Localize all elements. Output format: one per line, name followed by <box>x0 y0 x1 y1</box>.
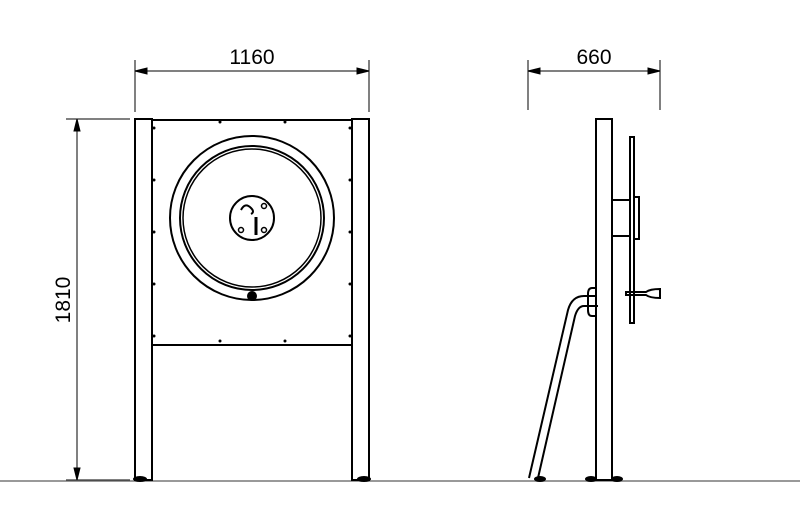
depth-label: 660 <box>576 46 611 69</box>
dimension-height <box>66 118 130 481</box>
handle-knob-icon <box>247 291 257 301</box>
dimension-width <box>134 60 370 112</box>
side-view <box>133 118 661 482</box>
hub-flange <box>633 196 640 240</box>
rod-bracket <box>587 287 596 317</box>
support-rod <box>528 295 598 479</box>
base-feet <box>133 476 623 482</box>
panel-bolts <box>152 120 352 343</box>
wheel-disc <box>182 148 322 288</box>
crank-handle <box>625 287 661 300</box>
wheel-inner-ring <box>179 145 325 291</box>
dimension-depth <box>527 60 661 110</box>
side-post <box>595 118 613 481</box>
width-label: 1160 <box>229 46 274 69</box>
height-label: 1810 <box>52 277 75 324</box>
hub <box>229 195 275 241</box>
axle-hub <box>611 199 631 237</box>
